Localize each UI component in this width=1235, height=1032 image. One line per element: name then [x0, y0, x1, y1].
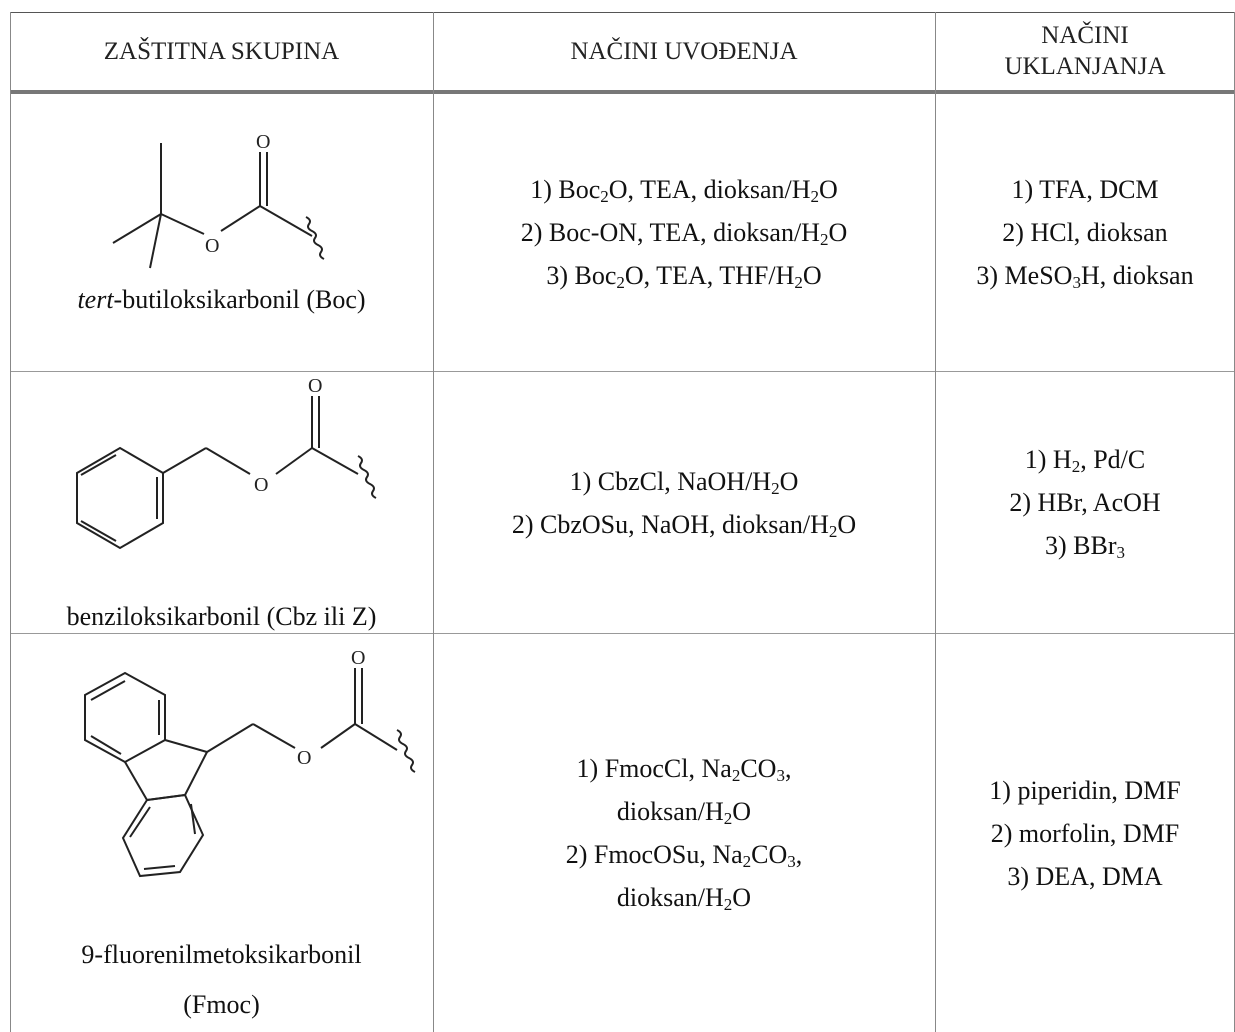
condition-text: , — [784, 754, 792, 783]
condition-line: 1) CbzCl, NaOH/H2O — [570, 460, 799, 503]
header-protecting-group: ZAŠTITNA SKUPINA — [103, 37, 340, 65]
protecting-groups-table: ZAŠTITNA SKUPINA NAČINI UVOĐENJA NAČINI … — [10, 12, 1235, 1032]
oxygen-atom-label: O — [256, 131, 270, 153]
condition-text: 3) BBr — [1045, 531, 1117, 560]
subscript: 2 — [723, 809, 733, 828]
condition-line: dioksan/H2O — [617, 790, 751, 833]
cbz-structure: O O — [76, 376, 377, 550]
subscript: 2 — [742, 852, 752, 871]
condition-line: 1) piperidin, DMF — [989, 769, 1180, 812]
subscript: 2 — [616, 273, 625, 292]
condition-line: 3) BBr3 — [1045, 524, 1125, 567]
condition-text: 2) FmocOSu, Na — [565, 840, 743, 869]
condition-line: 2) Boc-ON, TEA, dioksan/H2O — [521, 211, 847, 254]
header-introduction-methods: NAČINI UVOĐENJA — [570, 37, 798, 65]
oxygen-atom-label: O — [205, 235, 219, 257]
fmoc-structure: O O — [84, 647, 416, 878]
condition-text: 1) Boc — [530, 175, 601, 204]
condition-text: 1) FmocCl, Na — [576, 754, 732, 783]
subscript: 3 — [1116, 543, 1126, 562]
subscript: 2 — [731, 766, 741, 785]
condition-text: 1) CbzCl, NaOH/H — [569, 466, 772, 496]
column-rule — [10, 12, 11, 1032]
condition-text: O — [732, 883, 752, 912]
subscript: 2 — [1071, 457, 1081, 476]
boc-removal: 1) TFA, DCM 2) HCl, dioksan 3) MeSO3H, dio… — [935, 94, 1235, 371]
header-rule — [10, 90, 1235, 94]
condition-text: 3) DEA, DMA — [1007, 861, 1163, 891]
condition-line: 3) Boc2O, TEA, THF/H2O — [546, 254, 821, 297]
subscript: 2 — [794, 273, 803, 292]
cbz-name: benziloksikarbonil (Cbz ili Z) — [66, 602, 377, 631]
condition-text: O — [732, 797, 752, 826]
condition-text: CO — [740, 754, 777, 783]
row-divider — [10, 371, 1235, 372]
condition-text: , Pd/C — [1080, 445, 1146, 474]
condition-text: 3) MeSO — [976, 261, 1073, 290]
condition-text: , — [795, 840, 803, 869]
oxygen-atom-label: O — [254, 474, 268, 496]
condition-text: dioksan/H — [616, 797, 724, 826]
oxygen-atom-label: O — [351, 647, 365, 669]
condition-text: 2) CbzOSu, NaOH, dioksan/H — [511, 509, 829, 539]
condition-line: 2) CbzOSu, NaOH, dioksan/H2O — [512, 503, 856, 546]
condition-line: 1) TFA, DCM — [1011, 168, 1158, 211]
condition-line: 2) morfolin, DMF — [991, 812, 1180, 855]
condition-text: 2) Boc-ON, TEA, dioksan/H — [520, 218, 820, 247]
condition-text: 1) piperidin, DMF — [989, 775, 1181, 805]
condition-line: 1) H2, Pd/C — [1025, 438, 1145, 481]
condition-text: O — [819, 175, 838, 204]
table-top-rule — [10, 12, 1235, 13]
condition-text: O — [779, 466, 799, 496]
condition-line: 1) FmocCl, Na2CO3, — [577, 747, 792, 790]
column-rule — [433, 12, 434, 1032]
header-removal-methods: NAČINI UKLANJANJA — [1004, 22, 1166, 80]
subscript: 2 — [600, 187, 609, 206]
column-rule — [935, 12, 936, 1032]
subscript: 2 — [723, 895, 733, 914]
condition-text: 2) morfolin, DMF — [990, 818, 1180, 848]
fmoc-name-line1: 9-fluorenilmetoksikarbonil — [81, 940, 362, 969]
subscript: 2 — [771, 478, 780, 498]
condition-line: 2) HBr, AcOH — [1009, 481, 1160, 524]
condition-text: 1) TFA, DCM — [1011, 175, 1159, 204]
subscript: 3 — [787, 852, 796, 871]
condition-text: 2) HCl, dioksan — [1002, 218, 1168, 247]
oxygen-atom-label: O — [308, 376, 322, 397]
subscript: 2 — [810, 187, 820, 206]
subscript: 2 — [819, 230, 829, 249]
condition-text: dioksan/H — [616, 883, 724, 912]
condition-line: 3) DEA, DMA — [1007, 855, 1162, 898]
cbz-removal: 1) H2, Pd/C 2) HBr, AcOH 3) BBr3 — [935, 372, 1235, 633]
subscript: 2 — [828, 521, 838, 541]
condition-line: 2) HCl, dioksan — [1002, 211, 1167, 254]
condition-line: dioksan/H2O — [617, 876, 751, 919]
boc-structure: O O — [112, 131, 325, 269]
fmoc-name-line2: (Fmoc) — [183, 990, 260, 1019]
condition-text: 2) HBr, AcOH — [1009, 488, 1161, 517]
subscript: 3 — [776, 766, 785, 785]
condition-text: O — [802, 261, 822, 290]
condition-text: O, TEA, THF/H — [624, 261, 795, 290]
fmoc-removal: 1) piperidin, DMF 2) morfolin, DMF 3) DEA,… — [935, 634, 1235, 1032]
condition-line: 2) FmocOSu, Na2CO3, — [566, 833, 803, 876]
condition-text: 3) Boc — [546, 261, 617, 290]
condition-text: O — [828, 218, 848, 247]
boc-name: tert-butiloksikarbonil (Boc) — [77, 285, 366, 314]
condition-text: 1) H — [1024, 445, 1072, 474]
row-divider — [10, 633, 1235, 634]
condition-line: 1) Boc2O, TEA, dioksan/H2O — [530, 168, 838, 211]
condition-text: O, TEA, dioksan/H — [608, 175, 811, 204]
oxygen-atom-label: O — [297, 747, 311, 769]
condition-line: 3) MeSO3H, dioksan — [976, 254, 1193, 297]
condition-text: O — [837, 509, 857, 539]
condition-text: H, dioksan — [1080, 261, 1194, 290]
subscript: 3 — [1072, 273, 1081, 292]
condition-text: CO — [751, 840, 788, 869]
